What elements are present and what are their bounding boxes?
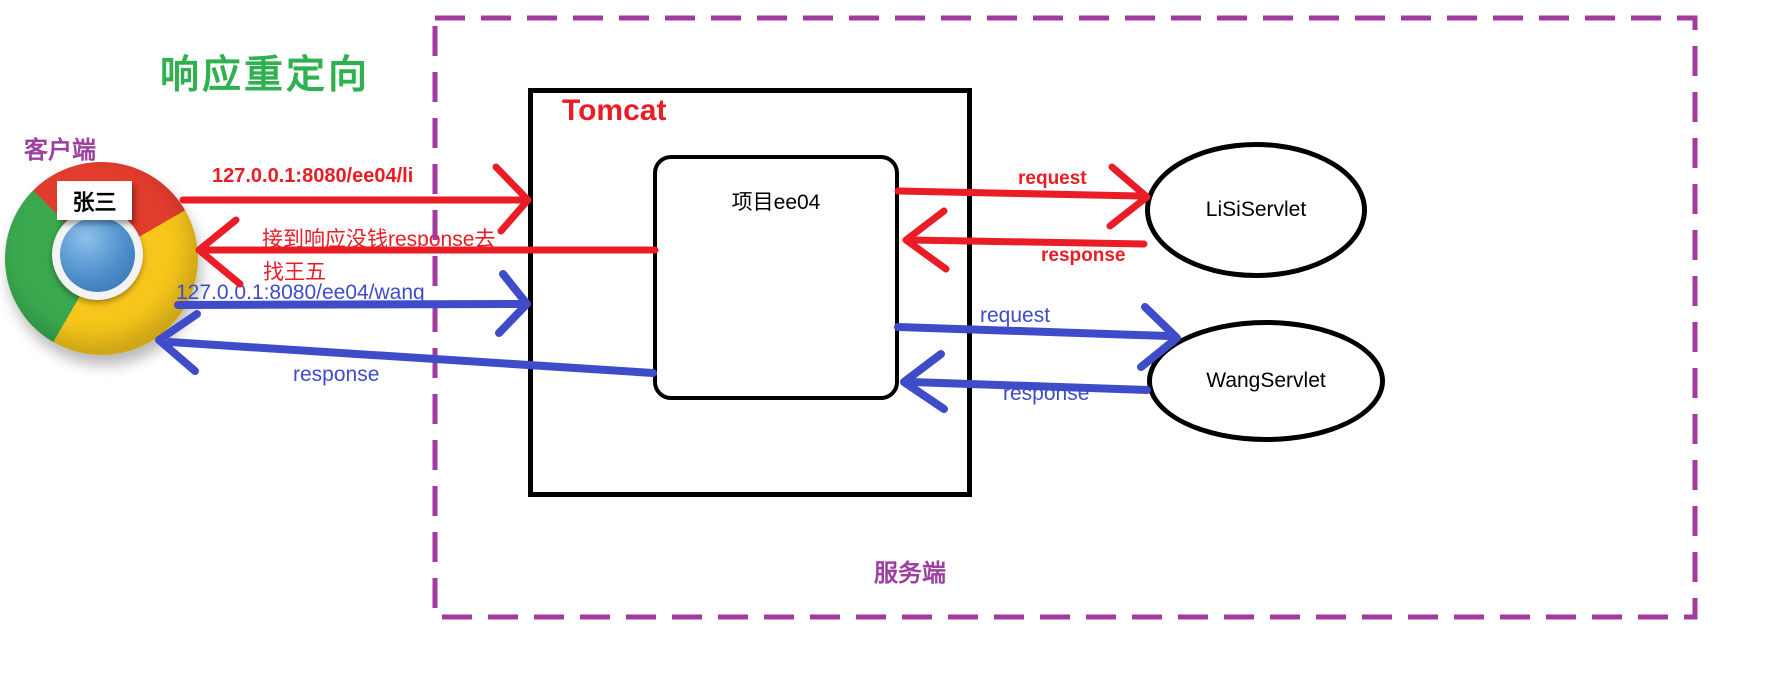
wang-servlet-label: WangServlet [1206,369,1326,392]
final-response-label: response [293,363,380,386]
client-zone-label: 客户端 [24,137,96,164]
tomcat-label: Tomcat [562,94,667,127]
request-url-wang-label: 127.0.0.1:8080/ee04/wang [176,281,425,304]
wang-request-label: request [980,304,1051,327]
wang-servlet-node: WangServlet [1147,320,1385,442]
redirect-response-label-line1: 接到响应没钱response去 [262,228,496,251]
chrome-icon-core [60,217,135,292]
wang-response-label: response [1003,382,1090,405]
user-badge: 张三 [57,181,132,220]
redirect-response-label-line2: 找王五 [263,261,326,284]
lisi-response-label: response [1041,245,1126,266]
lisi-request-label: request [1018,168,1087,189]
page-title: 响应重定向 [160,54,371,97]
lisi-servlet-node: LiSiServlet [1145,142,1367,278]
project-ee04-label: 项目ee04 [731,191,821,214]
lisi-servlet-label: LiSiServlet [1205,198,1307,221]
request-url-li-label: 127.0.0.1:8080/ee04/li [212,165,414,187]
server-zone-label: 服务端 [874,560,946,587]
